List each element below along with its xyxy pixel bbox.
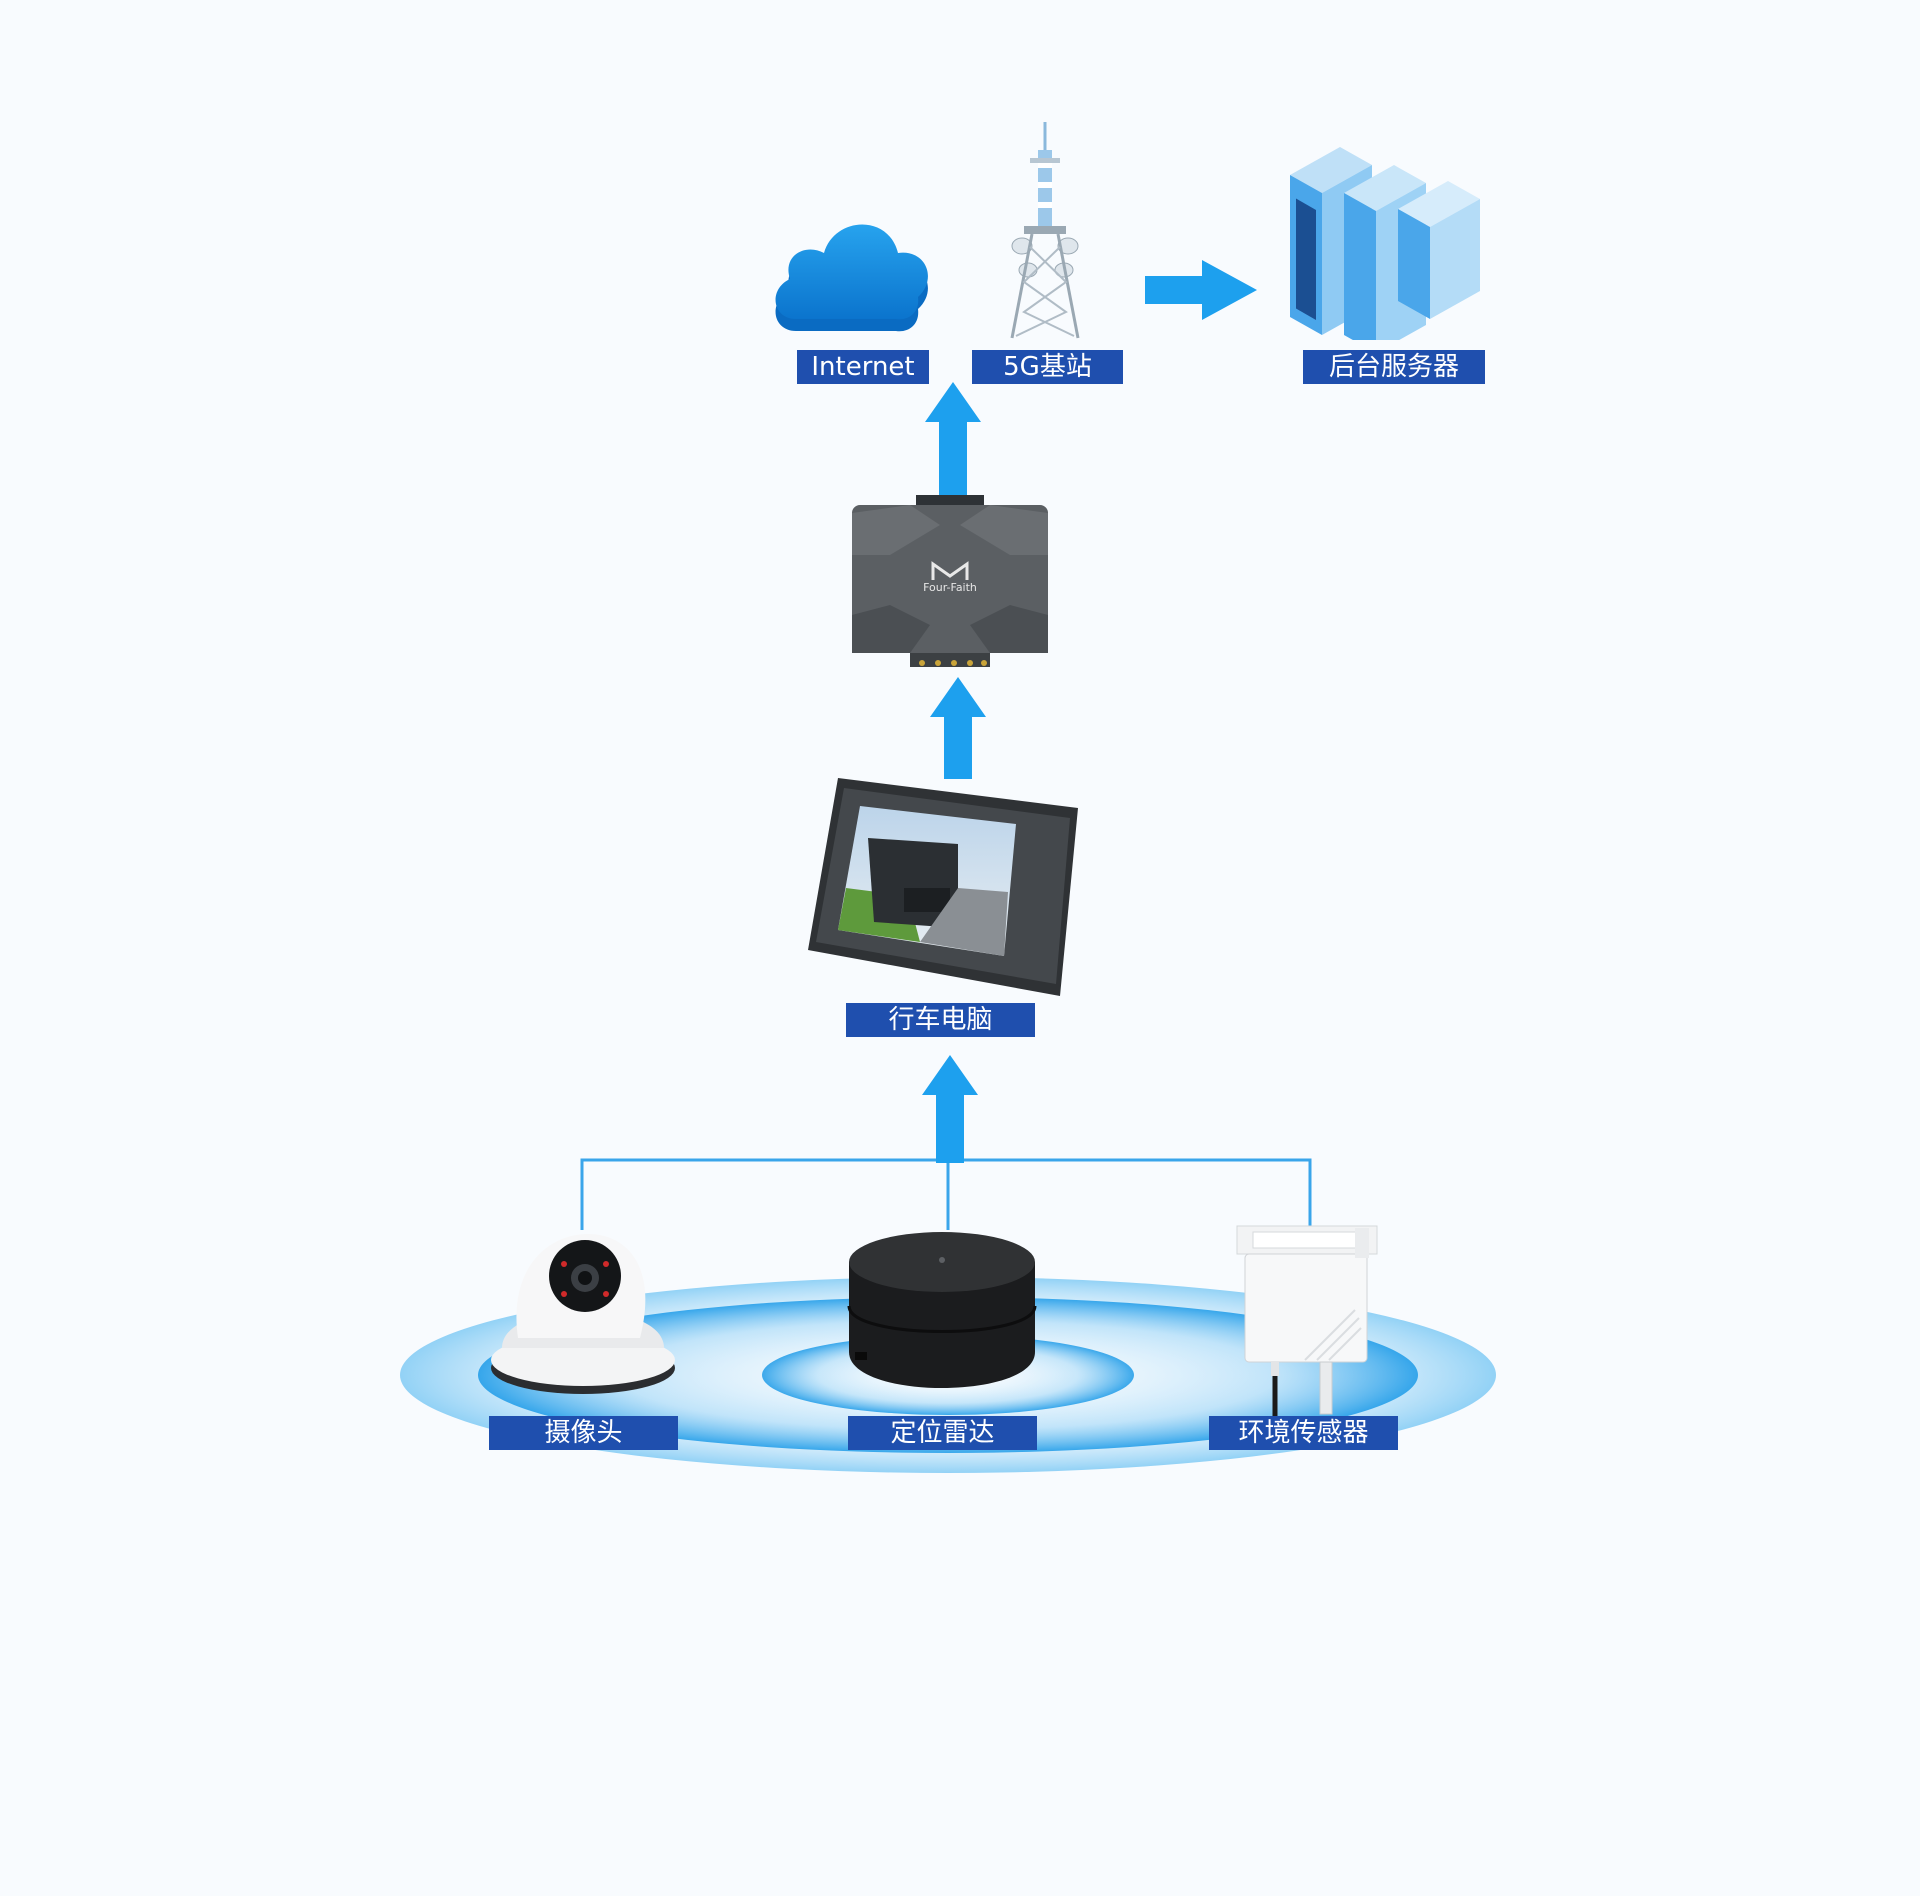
cloud-icon	[775, 224, 928, 332]
env-sensor-label: 环境传感器	[1209, 1416, 1398, 1450]
four-faith-logo-mark	[931, 561, 969, 580]
internet-label: Internet	[797, 350, 929, 384]
server-rack-icon	[1290, 147, 1480, 340]
router-brand-logo: Four-Faith	[895, 560, 1005, 594]
arrow-pc-to-router	[930, 677, 986, 779]
arrow-sensors-to-pc	[922, 1055, 978, 1163]
rugged-tablet-icon	[808, 778, 1078, 996]
arrow-router-to-network	[925, 382, 981, 497]
arrow-station-to-server	[1145, 260, 1257, 320]
dome-camera-icon	[491, 1234, 675, 1394]
camera-label: 摄像头	[489, 1416, 678, 1450]
positioning-radar-icon	[847, 1232, 1037, 1388]
antenna-tower-icon	[1010, 122, 1080, 339]
vehicle-pc-label: 行车电脑	[846, 1003, 1035, 1037]
industrial-router-icon	[852, 495, 1048, 667]
environment-sensor-icon	[1236, 1225, 1378, 1416]
router-brand-text: Four-Faith	[923, 581, 977, 594]
server-label: 后台服务器	[1303, 350, 1485, 384]
base-station-label: 5G基站	[972, 350, 1123, 384]
radar-label: 定位雷达	[848, 1416, 1037, 1450]
